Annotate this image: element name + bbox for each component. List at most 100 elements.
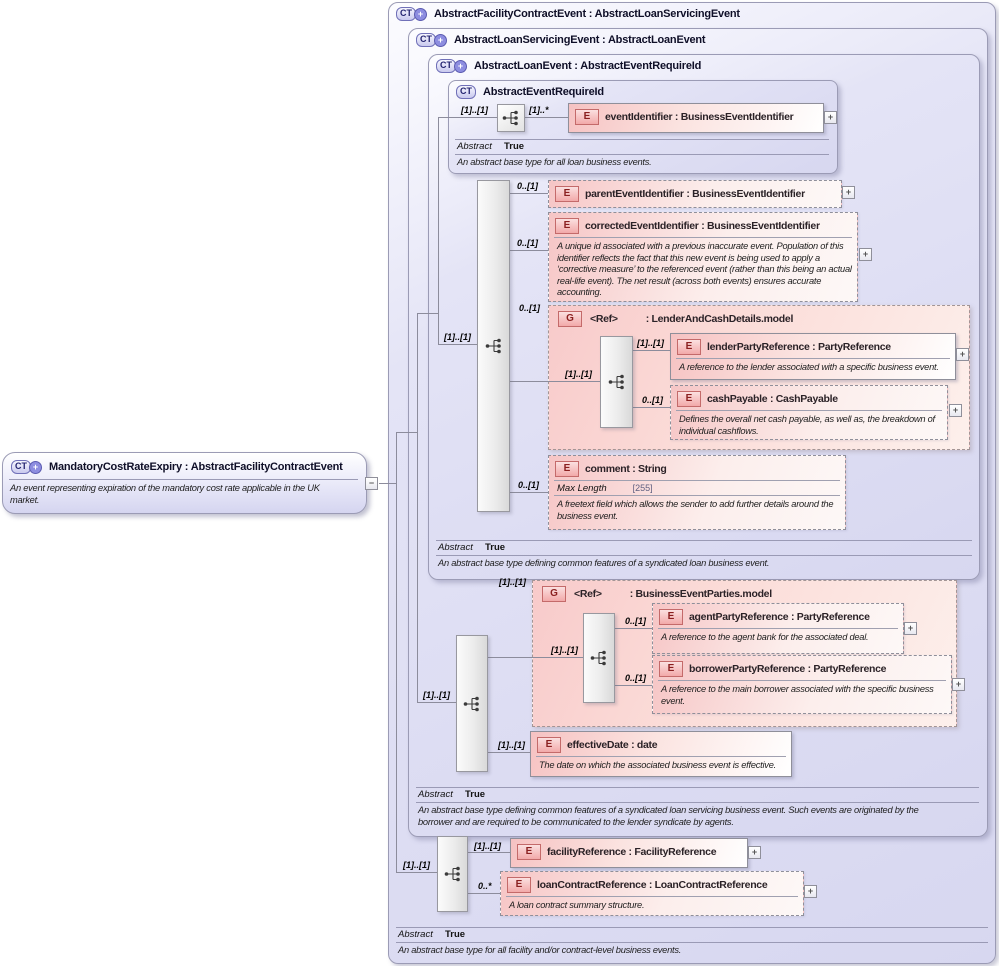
divider — [396, 942, 988, 943]
element-event-identifier[interactable]: E eventIdentifier : BusinessEventIdentif… — [568, 103, 824, 133]
cardinality-label: [1]..[1] — [637, 338, 664, 348]
separator — [536, 756, 786, 757]
sequence-icon — [463, 696, 479, 711]
element-icon: E — [555, 186, 579, 202]
element-effective-date[interactable]: E effectiveDate : date The date on which… — [530, 731, 792, 777]
connector-line — [523, 117, 568, 118]
cardinality-label: [1]..[1] — [423, 690, 450, 700]
group-header: G <Ref> : BusinessEventParties.model — [542, 586, 772, 602]
element-header: E lenderPartyReference : PartyReference — [671, 334, 955, 358]
sequence-bar[interactable] — [437, 836, 468, 912]
cardinality-label: [1]..[1] — [565, 369, 592, 379]
connector-line — [417, 313, 418, 702]
separator — [554, 237, 852, 238]
cardinality-label: 0..[1] — [625, 616, 647, 626]
expand-button[interactable]: + — [748, 846, 761, 859]
element-header: E agentPartyReference : PartyReference — [653, 604, 903, 628]
cardinality-label: 0..[1] — [519, 303, 541, 313]
collapse-button[interactable]: − — [365, 477, 378, 490]
element-lender-party-reference[interactable]: E lenderPartyReference : PartyReference … — [670, 333, 956, 380]
source-header: CT+ MandatoryCostRateExpiry : AbstractFa… — [11, 460, 343, 474]
cardinality-label: 0..[1] — [517, 238, 539, 248]
group-header: G <Ref> : LenderAndCashDetails.model — [558, 311, 793, 327]
separator — [554, 495, 840, 496]
derived-plus-icon: + — [454, 59, 467, 73]
source-title: MandatoryCostRateExpiry : AbstractFacili… — [49, 461, 343, 473]
group-icon: G — [558, 311, 582, 327]
divider — [455, 154, 829, 155]
element-description: A freetext field which allows the sender… — [557, 499, 834, 521]
element-comment[interactable]: E comment : String Max Length [255] A fr… — [548, 455, 846, 530]
type-title: AbstractLoanEvent : AbstractEventRequire… — [474, 60, 702, 72]
divider — [9, 479, 358, 480]
sequence-bar[interactable] — [583, 613, 615, 703]
element-title: cashPayable : CashPayable — [707, 393, 838, 405]
expand-button[interactable]: + — [949, 404, 962, 417]
divider — [455, 139, 829, 140]
element-borrower-party-reference[interactable]: E borrowerPartyReference : PartyReferenc… — [652, 655, 952, 714]
type-header: CT+ AbstractLoanEvent : AbstractEventReq… — [436, 59, 701, 73]
cardinality-label: [1]..[1] — [403, 860, 430, 870]
sequence-icon — [502, 110, 518, 126]
element-header: E effectiveDate : date — [531, 732, 791, 756]
facet-label: Max Length — [557, 483, 607, 494]
expand-button[interactable]: + — [842, 186, 855, 199]
type-title: AbstractLoanServicingEvent : AbstractLoa… — [454, 34, 706, 46]
connector-line — [396, 432, 397, 872]
element-agent-party-reference[interactable]: E agentPartyReference : PartyReference A… — [652, 603, 904, 654]
element-parent-event-identifier[interactable]: E parentEventIdentifier : BusinessEventI… — [548, 180, 842, 208]
element-loan-contract-reference[interactable]: E loanContractReference : LoanContractRe… — [500, 871, 804, 916]
connector-line — [508, 193, 548, 194]
abstract-value: True — [445, 929, 466, 940]
facet-row: Max Length [255] — [549, 481, 845, 495]
element-header: E cashPayable : CashPayable — [671, 386, 947, 410]
element-title: agentPartyReference : PartyReference — [689, 611, 870, 623]
element-description: A unique id associated with a previous i… — [557, 241, 852, 297]
element-title: lenderPartyReference : PartyReference — [707, 341, 891, 353]
abstract-label: Abstract — [438, 542, 473, 553]
abstract-label: Abstract — [457, 141, 492, 152]
expand-button[interactable]: + — [804, 885, 817, 898]
element-header: E eventIdentifier : BusinessEventIdentif… — [569, 104, 823, 128]
type-description: An abstract base type for all facility a… — [398, 945, 682, 955]
element-icon: E — [659, 609, 683, 625]
sequence-icon — [485, 338, 501, 354]
sequence-bar[interactable] — [456, 635, 488, 772]
element-cash-payable[interactable]: E cashPayable : CashPayable Defines the … — [670, 385, 948, 440]
element-icon: E — [659, 661, 683, 677]
element-icon: E — [555, 461, 579, 477]
cardinality-label: 0..[1] — [518, 480, 540, 490]
type-header: CT+ AbstractFacilityContractEvent : Abst… — [396, 7, 740, 21]
connector-line — [438, 117, 497, 118]
element-icon: E — [575, 109, 599, 125]
complex-type-icon: CT — [456, 85, 476, 99]
sequence-compositor[interactable] — [497, 104, 525, 132]
element-corrected-event-identifier[interactable]: E correctedEventIdentifier : BusinessEve… — [548, 212, 858, 302]
element-title: facilityReference : FacilityReference — [547, 846, 717, 858]
type-description: An abstract base type defining common fe… — [418, 805, 919, 827]
expand-button[interactable]: + — [952, 678, 965, 691]
connector-line — [438, 344, 477, 345]
sequence-bar[interactable] — [477, 180, 510, 512]
expand-button[interactable]: + — [904, 622, 917, 635]
sequence-bar[interactable] — [600, 336, 633, 428]
expand-button[interactable]: + — [956, 348, 969, 361]
type-description: An abstract base type for all loan busin… — [457, 157, 652, 167]
expand-button[interactable]: + — [859, 248, 872, 261]
element-header: E comment : String — [549, 456, 845, 480]
ct-badge: CT — [416, 33, 436, 47]
separator — [658, 628, 898, 629]
connector-line — [417, 702, 456, 703]
element-header: E loanContractReference : LoanContractRe… — [501, 872, 803, 896]
expand-button[interactable]: + — [824, 111, 837, 124]
type-header: CT AbstractEventRequireId — [456, 85, 604, 99]
element-title: correctedEventIdentifier : BusinessEvent… — [585, 220, 820, 232]
cardinality-label: [1]..[1] — [499, 577, 526, 587]
element-facility-reference[interactable]: E facilityReference : FacilityReference — [510, 838, 748, 868]
abstract-value: True — [465, 789, 486, 800]
abstract-value: True — [485, 542, 506, 553]
connector-line — [486, 657, 583, 658]
source-type-box[interactable]: CT+ MandatoryCostRateExpiry : AbstractFa… — [2, 452, 367, 514]
connector-line — [396, 432, 417, 433]
